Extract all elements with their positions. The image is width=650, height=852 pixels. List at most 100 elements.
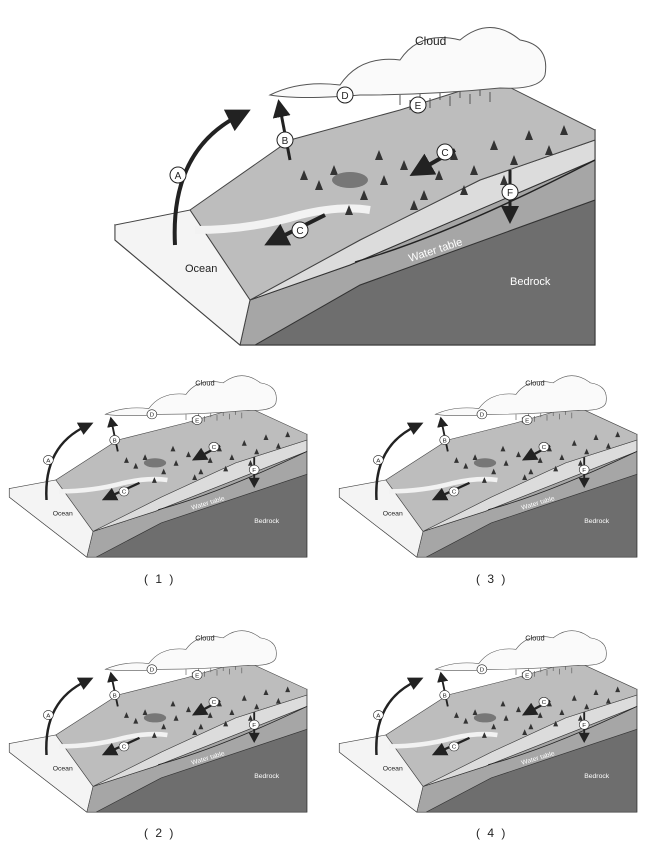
option-2-diagram: Cloud A B C C D E: [0, 615, 310, 815]
svg-text:F: F: [252, 468, 256, 474]
svg-text:A: A: [46, 458, 50, 464]
label-c-lower: C: [448, 486, 460, 497]
water-cycle-svg: Cloud A B C C D E: [338, 630, 638, 813]
bedrock-label: Bedrock: [254, 773, 280, 780]
label-b: B: [276, 131, 294, 149]
svg-text:C: C: [122, 745, 127, 751]
land-surface: [55, 405, 308, 532]
land-surface: [189, 79, 596, 301]
cloud-label: Cloud: [195, 380, 214, 388]
svg-text:C: C: [212, 445, 217, 451]
ocean-label: Ocean: [53, 766, 73, 773]
svg-text:A: A: [376, 458, 380, 464]
label-b: B: [439, 435, 450, 445]
label-e: E: [521, 670, 533, 680]
svg-text:B: B: [443, 438, 447, 444]
option-4-caption: ( 4 ): [476, 826, 508, 840]
svg-text:F: F: [507, 188, 513, 199]
label-f: F: [578, 719, 590, 730]
svg-text:B: B: [113, 438, 117, 444]
river: [388, 731, 498, 749]
svg-text:A: A: [46, 713, 50, 719]
water-cycle-svg: Cloud A B C C D E: [114, 27, 596, 346]
bedrock-label: Bedrock: [584, 518, 610, 525]
label-e: E: [409, 96, 427, 114]
cloud-shape: [104, 375, 277, 416]
svg-text:F: F: [252, 723, 256, 729]
svg-text:D: D: [150, 668, 155, 674]
bedrock-label: Bedrock: [254, 518, 280, 525]
svg-text:C: C: [452, 490, 457, 496]
label-c-upper: C: [208, 697, 220, 707]
svg-text:C: C: [452, 745, 457, 751]
label-d: D: [476, 664, 488, 675]
option-1-caption: ( 1 ): [144, 572, 176, 586]
land-surface: [385, 405, 638, 532]
river: [58, 731, 168, 749]
label-c-lower: C: [118, 486, 130, 497]
water-cycle-svg: Cloud A B C C D E: [8, 630, 308, 813]
label-a: A: [373, 710, 384, 720]
land-surface: [55, 660, 308, 787]
svg-text:B: B: [282, 136, 289, 147]
label-d: D: [146, 664, 158, 675]
svg-text:E: E: [415, 101, 422, 112]
label-b: B: [109, 690, 120, 700]
label-d: D: [476, 409, 488, 420]
bedrock-label: Bedrock: [584, 773, 610, 780]
option-4-diagram: Cloud A B C C D E: [330, 615, 640, 815]
svg-text:E: E: [525, 418, 529, 424]
cloud-label: Cloud: [195, 635, 214, 643]
svg-text:F: F: [582, 468, 586, 474]
cloud-shape: [104, 630, 277, 671]
label-f: F: [578, 464, 590, 475]
ocean-label: Ocean: [383, 511, 403, 518]
svg-text:F: F: [582, 723, 586, 729]
cloud-label: Cloud: [525, 635, 544, 643]
svg-text:B: B: [113, 693, 117, 699]
cloud-label: Cloud: [525, 380, 544, 388]
river: [388, 476, 498, 494]
svg-text:E: E: [195, 673, 199, 679]
label-c-lower: C: [448, 741, 460, 752]
svg-text:A: A: [376, 713, 380, 719]
svg-text:C: C: [296, 226, 303, 237]
svg-text:E: E: [525, 673, 529, 679]
svg-text:C: C: [212, 700, 217, 706]
svg-text:C: C: [441, 148, 448, 159]
label-f: F: [501, 183, 519, 201]
svg-text:C: C: [122, 490, 127, 496]
water-table-line: [157, 706, 308, 766]
label-d: D: [336, 86, 354, 104]
label-a: A: [43, 710, 54, 720]
label-f: F: [248, 719, 260, 730]
label-c-upper: C: [538, 697, 550, 707]
label-c-upper: C: [208, 442, 220, 452]
water-cycle-svg: Cloud A B C C D E: [8, 375, 308, 558]
svg-text:D: D: [150, 413, 155, 419]
forest: [454, 686, 621, 738]
forest: [300, 125, 568, 215]
water-table-line: [487, 706, 638, 766]
main-diagram: Cloud A B C C D E: [100, 0, 600, 350]
svg-text:B: B: [443, 693, 447, 699]
label-a: A: [43, 455, 54, 465]
water-cycle-svg: Cloud A B C C D E: [338, 375, 638, 558]
evaporation-arrow: [45, 422, 94, 501]
ocean-label: Ocean: [185, 263, 217, 275]
evaporation-arrow: [45, 677, 94, 756]
label-e: E: [191, 415, 203, 425]
option-1-diagram: Cloud A B C C D E: [0, 360, 310, 560]
label-c-lower: C: [291, 221, 309, 239]
evaporation-arrow: [375, 677, 424, 756]
river: [58, 476, 168, 494]
label-a: A: [373, 455, 384, 465]
label-b: B: [109, 435, 120, 445]
forest: [124, 431, 291, 483]
cloud-shape: [268, 27, 547, 98]
cloud-label: Cloud: [415, 34, 446, 48]
water-table-line: [487, 451, 638, 511]
ocean-label: Ocean: [53, 511, 73, 518]
water-table-line: [354, 159, 596, 263]
forest: [454, 431, 621, 483]
